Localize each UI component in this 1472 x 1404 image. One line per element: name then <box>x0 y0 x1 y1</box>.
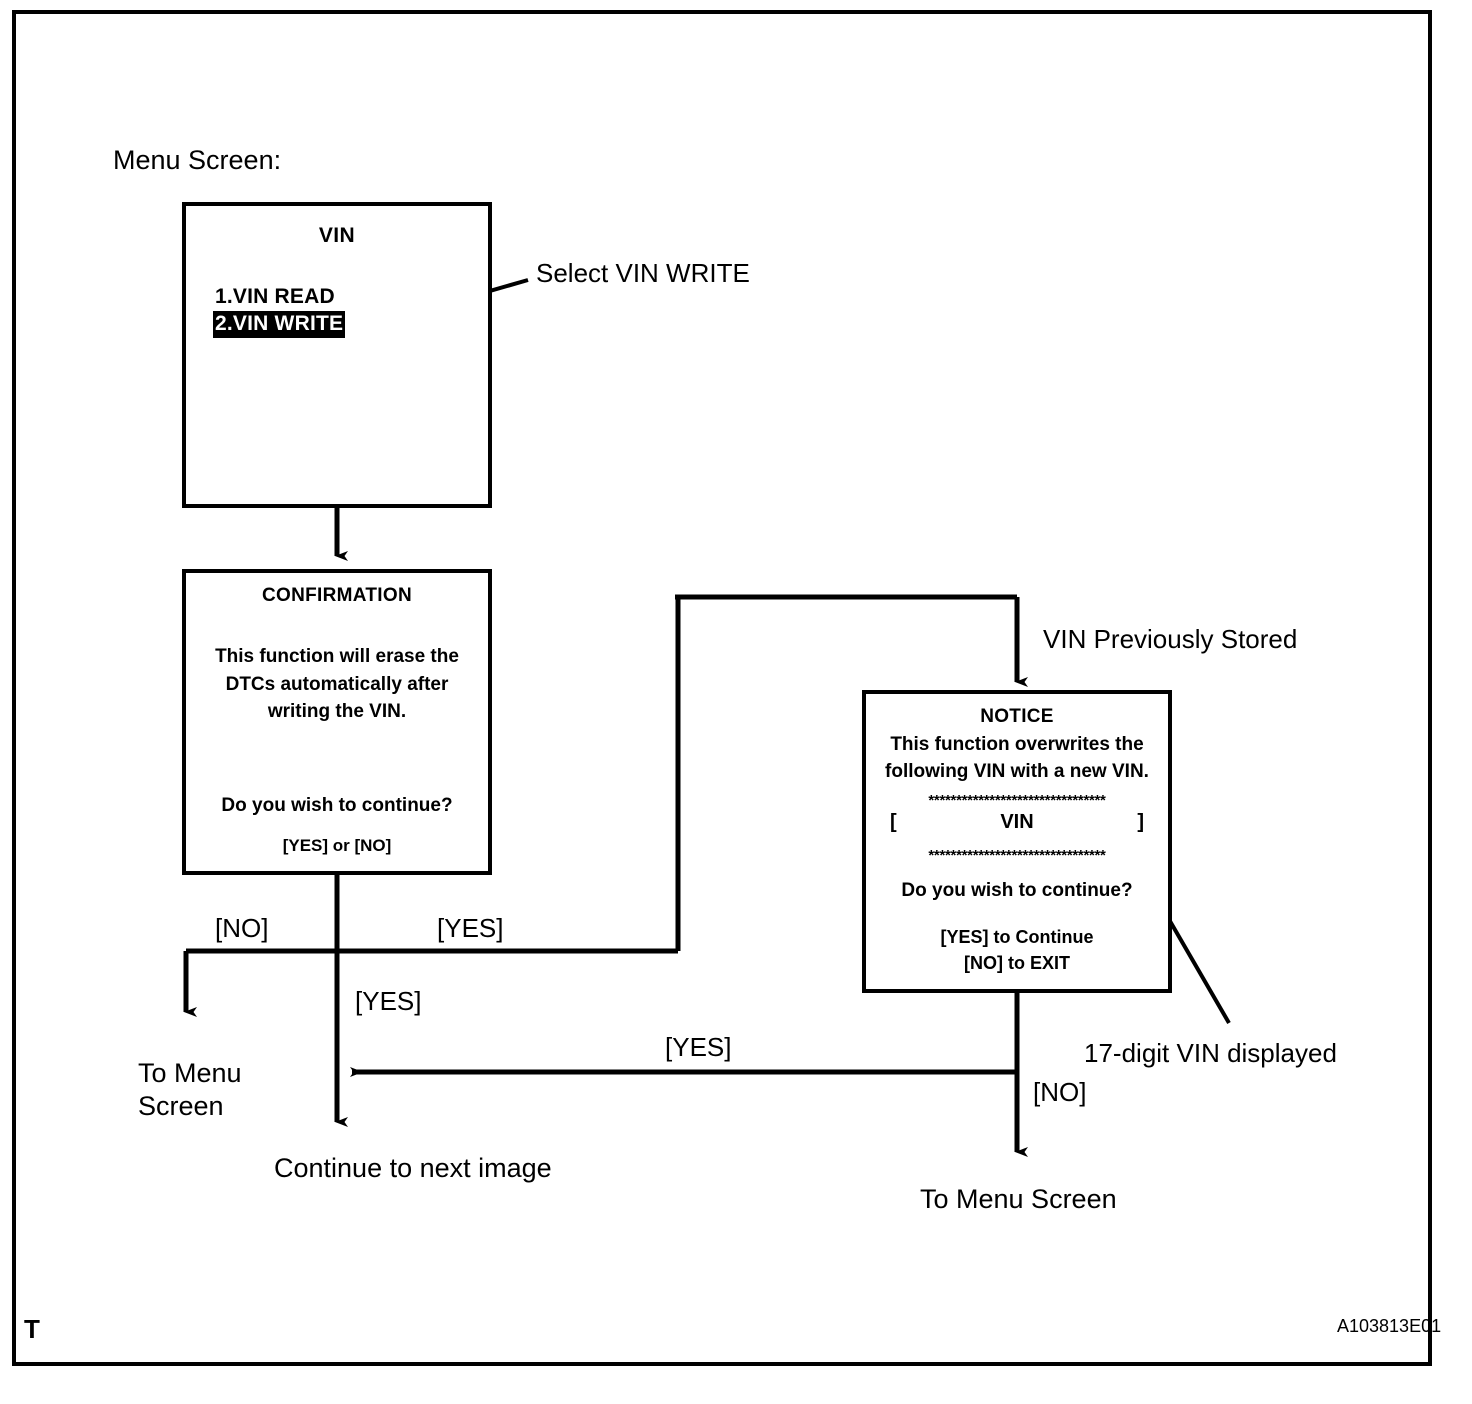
menu-screen-caption: Menu Screen: <box>113 145 282 175</box>
notice-option-no[interactable]: [NO] to EXIT <box>964 953 1070 973</box>
confirmation-body-line-1: This function will erase the <box>215 646 459 667</box>
terminal-continue-next-image: Continue to next image <box>274 1153 552 1183</box>
confirmation-screen[interactable]: CONFIRMATION This function will erase th… <box>182 569 492 875</box>
notice-screen[interactable]: NOTICE This function overwrites the foll… <box>862 690 1172 993</box>
menu-item-vin-read[interactable]: 1.VIN READ <box>215 285 335 308</box>
vin-menu-screen[interactable]: VIN 1.VIN READ 2.VIN WRITE <box>182 202 492 508</box>
vin-screen-title: VIN <box>318 224 356 247</box>
vin-menu-list: 1.VIN READ 2.VIN WRITE <box>213 284 346 338</box>
notice-body: This function overwrites the following V… <box>866 732 1168 786</box>
confirmation-body-line-3: writing the VIN. <box>267 701 407 723</box>
vin-value-placeholder: VIN <box>1000 811 1034 833</box>
notice-separator-top: ******************************** <box>928 792 1106 809</box>
menu-item-vin-write[interactable]: 2.VIN WRITE <box>213 311 346 338</box>
edge-label-notice-yes: [YES] <box>665 1032 732 1062</box>
notice-option-yes[interactable]: [YES] to Continue <box>940 927 1094 947</box>
page-border-frame <box>12 10 1432 1366</box>
terminal-to-menu-screen-right: To Menu Screen <box>920 1184 1117 1214</box>
edge-label-confirmation-yes-right: [YES] <box>437 913 504 943</box>
notice-separator-bottom: ******************************** <box>928 847 1106 864</box>
confirmation-title: CONFIRMATION <box>262 585 412 606</box>
callout-17-digit-vin: 17-digit VIN displayed <box>1084 1038 1337 1068</box>
edge-label-confirmation-no: [NO] <box>215 913 269 943</box>
notice-title: NOTICE <box>980 706 1054 727</box>
callout-select-vin-write: Select VIN WRITE <box>536 258 750 288</box>
edge-label-notice-no: [NO] <box>1033 1077 1087 1107</box>
confirmation-body: This function will erase the DTCs automa… <box>186 643 488 726</box>
document-code: A103813E01 <box>1337 1316 1442 1336</box>
terminal-to-menu-screen-left-line1: To Menu <box>138 1058 242 1088</box>
vin-bracket-close: ] <box>1137 811 1144 833</box>
confirmation-body-line-2: DTCs automatically after <box>225 673 449 695</box>
confirmation-options[interactable]: [YES] or [NO] <box>282 836 392 855</box>
notice-body-line-2: following VIN with a new VIN. <box>885 760 1149 782</box>
edge-label-confirmation-yes-down: [YES] <box>355 986 422 1016</box>
confirmation-question: Do you wish to continue? <box>221 795 453 816</box>
terminal-to-menu-screen-left-line2: Screen <box>138 1090 224 1121</box>
page-corner-marker: T <box>24 1314 40 1344</box>
notice-body-line-1: This function overwrites the <box>890 734 1144 755</box>
terminal-to-menu-screen-left: To Menu Screen <box>138 1057 242 1123</box>
callout-vin-previously-stored: VIN Previously Stored <box>1043 624 1298 654</box>
vin-bracket-open: [ <box>890 811 897 833</box>
notice-question: Do you wish to continue? <box>901 880 1133 901</box>
notice-vin-field: [ VIN ] <box>890 811 1144 834</box>
